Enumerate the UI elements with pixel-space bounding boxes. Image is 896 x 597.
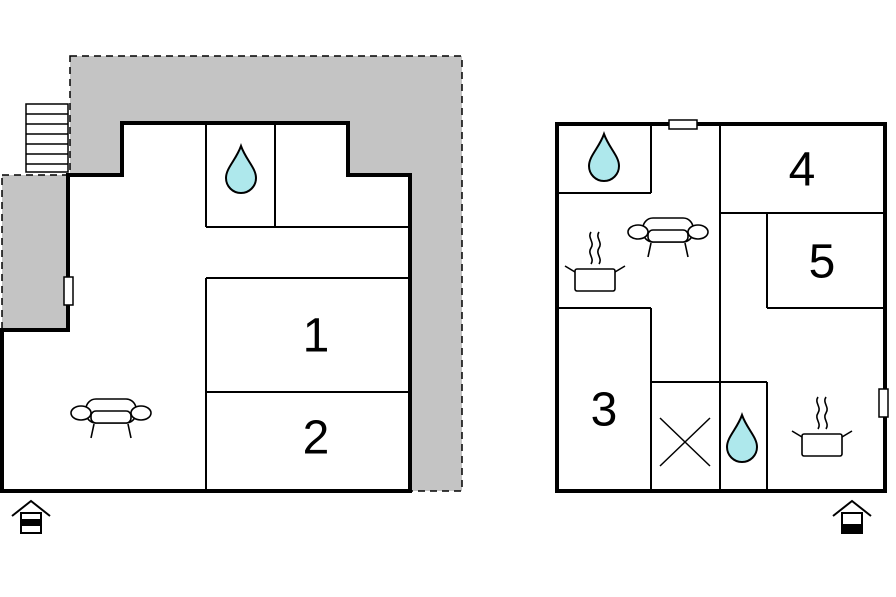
cooking-pot-icon xyxy=(791,396,853,457)
room-number-5: 5 xyxy=(809,236,836,289)
x-mark-icon xyxy=(659,417,711,467)
entrance-icon xyxy=(832,499,872,534)
window xyxy=(878,388,889,418)
ground-floor-plan: 1 2 xyxy=(0,55,463,534)
water-drop-icon xyxy=(725,412,759,463)
ground-floor-outline xyxy=(0,121,412,493)
sofa-icon xyxy=(627,217,709,258)
upper-floor-plan: 3 4 5 xyxy=(555,119,889,534)
terrace-area xyxy=(69,55,463,492)
staircase xyxy=(25,103,69,173)
water-drop-icon xyxy=(224,143,258,194)
room-number-1: 1 xyxy=(303,310,330,363)
room-number-2: 2 xyxy=(303,412,330,465)
window xyxy=(63,276,74,306)
window xyxy=(668,119,698,130)
sofa-icon xyxy=(70,398,152,439)
cooking-pot-icon xyxy=(564,231,626,292)
room-number-3: 3 xyxy=(591,384,618,437)
water-drop-icon xyxy=(587,131,621,182)
room-number-4: 4 xyxy=(789,144,816,197)
balcony-area xyxy=(1,174,69,331)
entrance-icon xyxy=(11,499,51,534)
